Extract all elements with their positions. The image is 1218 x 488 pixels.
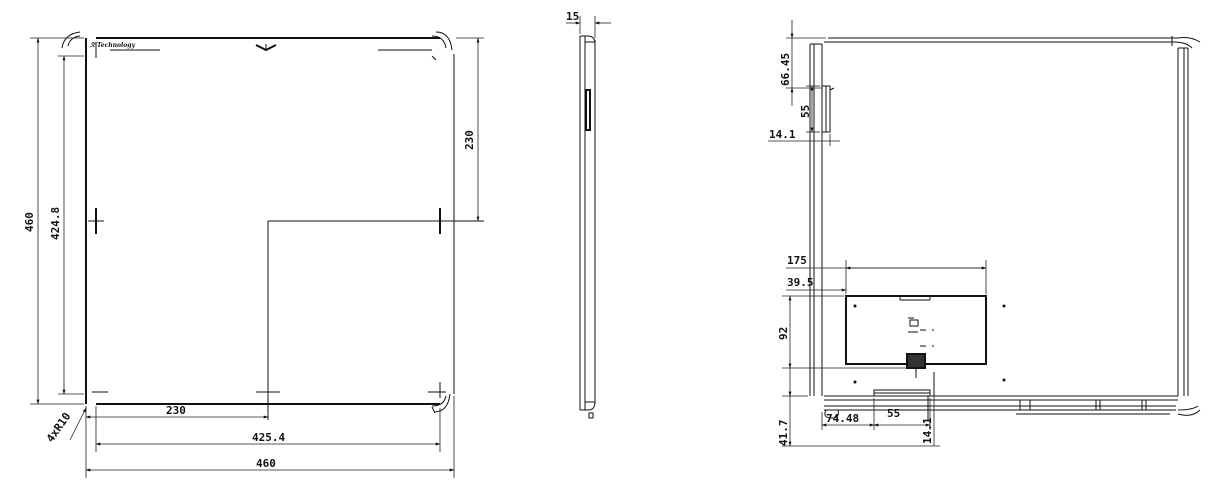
brand-mark: ℛ bbox=[90, 42, 96, 49]
side-view: 15 bbox=[566, 10, 611, 419]
dim-label-175: 175 bbox=[787, 254, 807, 267]
dim-label-14-1-vertical: 14.1 bbox=[921, 417, 934, 444]
dim-label-41-7: 41.7 bbox=[777, 420, 790, 447]
dim-label-corner-radius: 4xR10 bbox=[44, 410, 74, 445]
dim-side-thickness: 15 bbox=[566, 10, 611, 38]
back-view: 66.45 55 14.1 175 39.5 bbox=[768, 20, 1201, 447]
dim-label-74-48: 74.48 bbox=[826, 412, 859, 425]
dim-back-box-width: 175 bbox=[786, 254, 987, 294]
dim-label-55-vertical: 55 bbox=[799, 105, 812, 118]
dim-back-box-left: 39.5 bbox=[786, 276, 847, 294]
dim-label-460-vertical: 460 bbox=[23, 212, 36, 232]
back-panel-outline bbox=[809, 36, 1201, 420]
dim-label-425-4: 425.4 bbox=[252, 431, 285, 444]
dim-label-460-horizontal: 460 bbox=[256, 457, 276, 470]
dim-label-230-vertical: 230 bbox=[463, 130, 476, 150]
dim-back-bottom-offset: 41.7 bbox=[777, 368, 940, 447]
front-panel-outline bbox=[61, 31, 484, 420]
dim-front-half-height: 230 bbox=[456, 37, 484, 222]
dim-label-15: 15 bbox=[566, 10, 579, 23]
dim-label-39-5: 39.5 bbox=[787, 276, 814, 289]
dim-label-230-horizontal: 230 bbox=[166, 404, 186, 417]
dim-back-bottom-tab-width: 55 bbox=[873, 398, 931, 430]
dim-front-width-total: 460 bbox=[85, 396, 455, 478]
brand-label: Technology bbox=[97, 42, 135, 49]
dim-label-14-1-horizontal: 14.1 bbox=[769, 128, 796, 141]
dim-label-66-45: 66.45 bbox=[779, 53, 792, 86]
dim-front-height-inner: 424.8 bbox=[49, 55, 84, 395]
dim-back-tab-width: 14.1 bbox=[768, 128, 840, 146]
side-panel-outline bbox=[579, 35, 596, 419]
dim-back-top-offset: 66.45 bbox=[779, 20, 826, 106]
dim-back-bottom-left: 74.48 bbox=[821, 398, 875, 430]
dim-label-424-8: 424.8 bbox=[49, 207, 62, 240]
dim-front-height-total: 460 bbox=[23, 37, 84, 405]
dim-label-92: 92 bbox=[777, 327, 790, 340]
dim-front-half-width: 230 bbox=[85, 404, 269, 419]
dim-corner-radius: 4xR10 bbox=[44, 407, 87, 445]
dim-back-tab-height: 55 bbox=[799, 85, 820, 133]
dim-back-bottom-tab-depth: 14.1 bbox=[921, 396, 935, 446]
dim-front-width-inner: 425.4 bbox=[95, 406, 441, 452]
dim-back-box-height: 92 bbox=[777, 295, 920, 369]
dim-label-55-horizontal: 55 bbox=[887, 407, 900, 420]
front-view: ℛ Technology 460 424.8 230 230 bbox=[23, 31, 484, 478]
